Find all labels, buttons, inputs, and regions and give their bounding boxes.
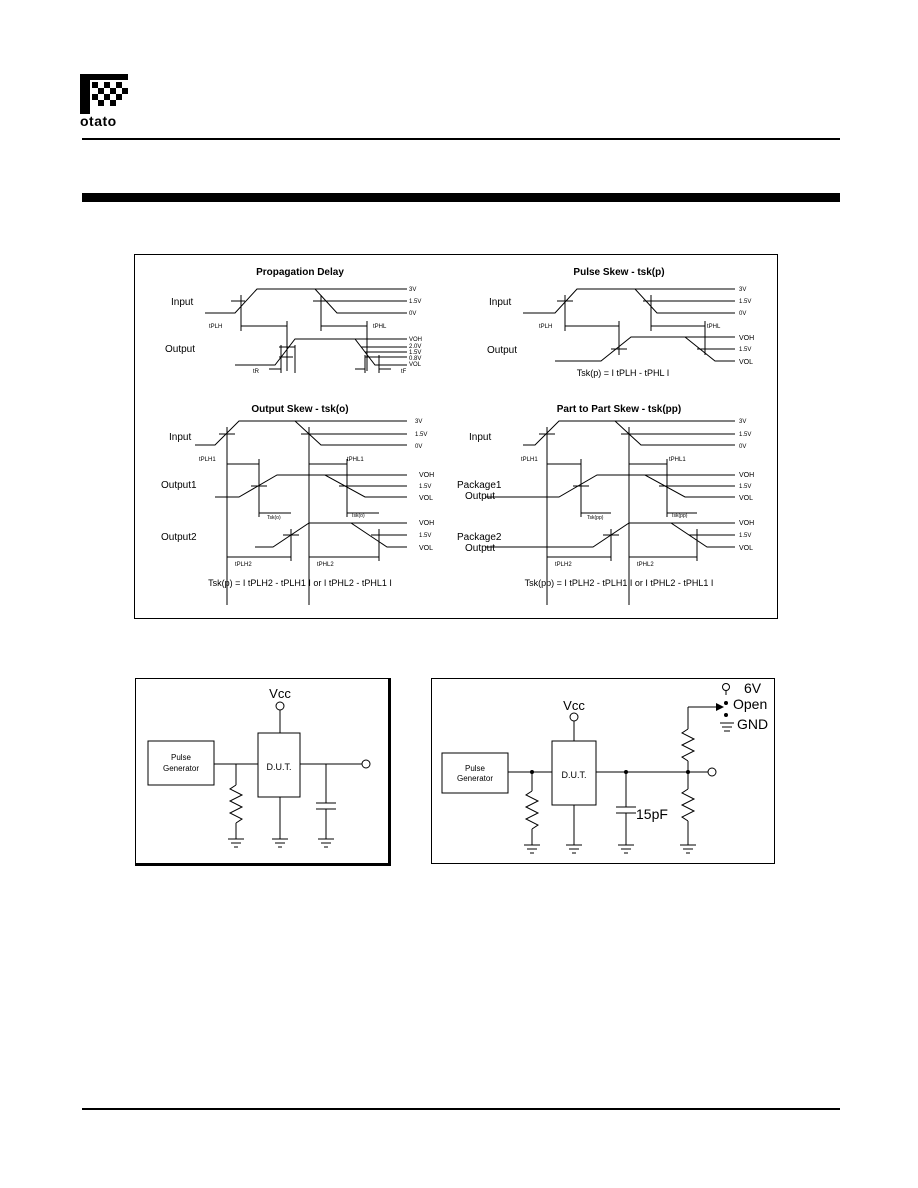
pd-out-level-1v5: 1.5V xyxy=(409,350,421,356)
pp-tsk-label-b: Tsk(pp) xyxy=(671,513,688,519)
capacitor-15pf-label: 15pF xyxy=(636,806,668,822)
switch-gnd-label: GND xyxy=(737,716,768,732)
test-circuit-left: Vcc Pulse Generator D.U.T. xyxy=(135,678,391,866)
pp-formula: Tsk(pp) = I tPLH2 - tPLH1 I or I tPHL2 -… xyxy=(525,578,714,588)
os-out1-level-1v5: 1.5V xyxy=(419,484,431,490)
pp-out1-level-vol: VOL xyxy=(739,495,753,502)
potato-logo xyxy=(80,74,128,114)
section-bar xyxy=(82,193,840,202)
test-circuit-right-drawing: Vcc Pulse Generator D.U.T. 15pF 6V Open … xyxy=(441,680,768,854)
right-pulse-generator-line1: Pulse xyxy=(465,764,486,773)
timing-diagram-panel: Propagation Delay Input Output 3V 1.5V 0… xyxy=(134,254,778,619)
os-tplh1-label: tPLH1 xyxy=(199,457,216,463)
pp-tplh1-label: tPLH1 xyxy=(521,457,538,463)
pd-tplh-label: tPLH xyxy=(209,324,222,330)
pd-output-label: Output xyxy=(165,344,195,355)
ps-formula: Tsk(p) = I tPLH - tPHL I xyxy=(577,368,669,378)
os-in-level-0v: 0V xyxy=(415,444,422,450)
pp-out2-level-voh: VOH xyxy=(739,520,754,527)
os-out2-level-voh: VOH xyxy=(419,520,434,527)
pd-input-label: Input xyxy=(171,297,193,308)
switch-open-label: Open xyxy=(733,696,767,712)
left-dut-label: D.U.T. xyxy=(266,762,291,772)
os-formula: Tsk(p) = I tPLH2 - tPLH1 I or I tPHL2 - … xyxy=(208,578,392,588)
left-pulse-generator-line2: Generator xyxy=(163,764,199,773)
footer-rule xyxy=(82,1108,840,1110)
os-output1-label: Output1 xyxy=(161,480,197,491)
pp-input-label: Input xyxy=(469,432,491,443)
os-in-level-3v: 3V xyxy=(415,419,422,425)
pp-out2-level-vol: VOL xyxy=(739,545,753,552)
switch-6v-label: 6V xyxy=(744,680,762,696)
right-dut-label: D.U.T. xyxy=(561,770,586,780)
right-pulse-generator-line2: Generator xyxy=(457,774,493,783)
os-tphl2-label: tPHL2 xyxy=(317,562,334,568)
timing-diagram: Propagation Delay Input Output 3V 1.5V 0… xyxy=(161,267,754,605)
pp-package2-output-label: Output xyxy=(465,543,495,554)
pd-out-level-vol: VOL xyxy=(409,362,422,368)
ps-in-level-3v: 3V xyxy=(739,287,746,293)
pd-in-level-3v: 3V xyxy=(409,287,416,293)
ps-tplh-label: tPLH xyxy=(539,324,552,330)
pd-tr-label: tR xyxy=(253,369,260,375)
left-pulse-generator-line1: Pulse xyxy=(171,753,192,762)
pp-tplh2-label: tPLH2 xyxy=(555,562,572,568)
pp-tsk-label-a: Tsk(pp) xyxy=(587,515,604,521)
os-output2-label: Output2 xyxy=(161,532,197,543)
part-skew-title: Part to Part Skew - tsk(pp) xyxy=(557,404,681,415)
pp-tphl2-label: tPHL2 xyxy=(637,562,654,568)
os-input-label: Input xyxy=(169,432,191,443)
pp-tphl1-label: tPHL1 xyxy=(669,457,686,463)
ps-out-level-vol: VOL xyxy=(739,359,753,366)
right-vcc-label: Vcc xyxy=(563,698,585,713)
os-out2-level-1v5: 1.5V xyxy=(419,533,431,539)
ps-in-level-0v: 0V xyxy=(739,311,746,317)
pd-out-level-voh: VOH xyxy=(409,337,422,343)
os-out1-level-voh: VOH xyxy=(419,472,434,479)
pd-tphl-label: tPHL xyxy=(373,324,387,330)
ps-tphl-label: tPHL xyxy=(707,324,721,330)
pp-package2-label: Package2 xyxy=(457,532,502,543)
os-tsk-label-b: Tsk(o) xyxy=(351,513,365,519)
pp-out1-level-voh: VOH xyxy=(739,472,754,479)
pp-in-level-1v5: 1.5V xyxy=(739,432,751,438)
pd-tf-label: tF xyxy=(401,369,407,375)
propagation-delay-title: Propagation Delay xyxy=(256,267,344,278)
pp-out2-level-1v5: 1.5V xyxy=(739,533,751,539)
os-out1-level-vol: VOL xyxy=(419,495,433,502)
ps-output-label: Output xyxy=(487,345,517,356)
test-circuit-left-drawing: Vcc Pulse Generator D.U.T. xyxy=(147,686,371,848)
test-circuit-right: Vcc Pulse Generator D.U.T. 15pF 6V Open … xyxy=(431,678,775,864)
ps-out-level-voh: VOH xyxy=(739,335,754,342)
pp-out1-level-1v5: 1.5V xyxy=(739,484,751,490)
ps-in-level-1v5: 1.5V xyxy=(739,299,751,305)
pp-package1-label: Package1 xyxy=(457,480,502,491)
logo-text: otato xyxy=(80,113,117,129)
pulse-skew-title: Pulse Skew - tsk(p) xyxy=(573,267,664,278)
header-rule xyxy=(82,138,840,140)
left-vcc-label: Vcc xyxy=(269,686,291,701)
ps-out-level-1v5: 1.5V xyxy=(739,347,751,353)
os-in-level-1v5: 1.5V xyxy=(415,432,427,438)
pp-in-level-0v: 0V xyxy=(739,444,746,450)
pd-out-level-0v8: 0.8V xyxy=(409,356,421,362)
os-tphl1-label: tPHL1 xyxy=(347,457,364,463)
pd-out-level-2v0: 2.0V xyxy=(409,344,421,350)
os-tplh2-label: tPLH2 xyxy=(235,562,252,568)
output-skew-title: Output Skew - tsk(o) xyxy=(251,404,348,415)
pd-in-level-1v5: 1.5V xyxy=(409,299,421,305)
pd-in-level-0v: 0V xyxy=(409,311,416,317)
ps-input-label: Input xyxy=(489,297,511,308)
os-tsk-label-a: Tsk(o) xyxy=(267,515,281,521)
os-out2-level-vol: VOL xyxy=(419,545,433,552)
pp-package1-output-label: Output xyxy=(465,491,495,502)
pp-in-level-3v: 3V xyxy=(739,419,746,425)
